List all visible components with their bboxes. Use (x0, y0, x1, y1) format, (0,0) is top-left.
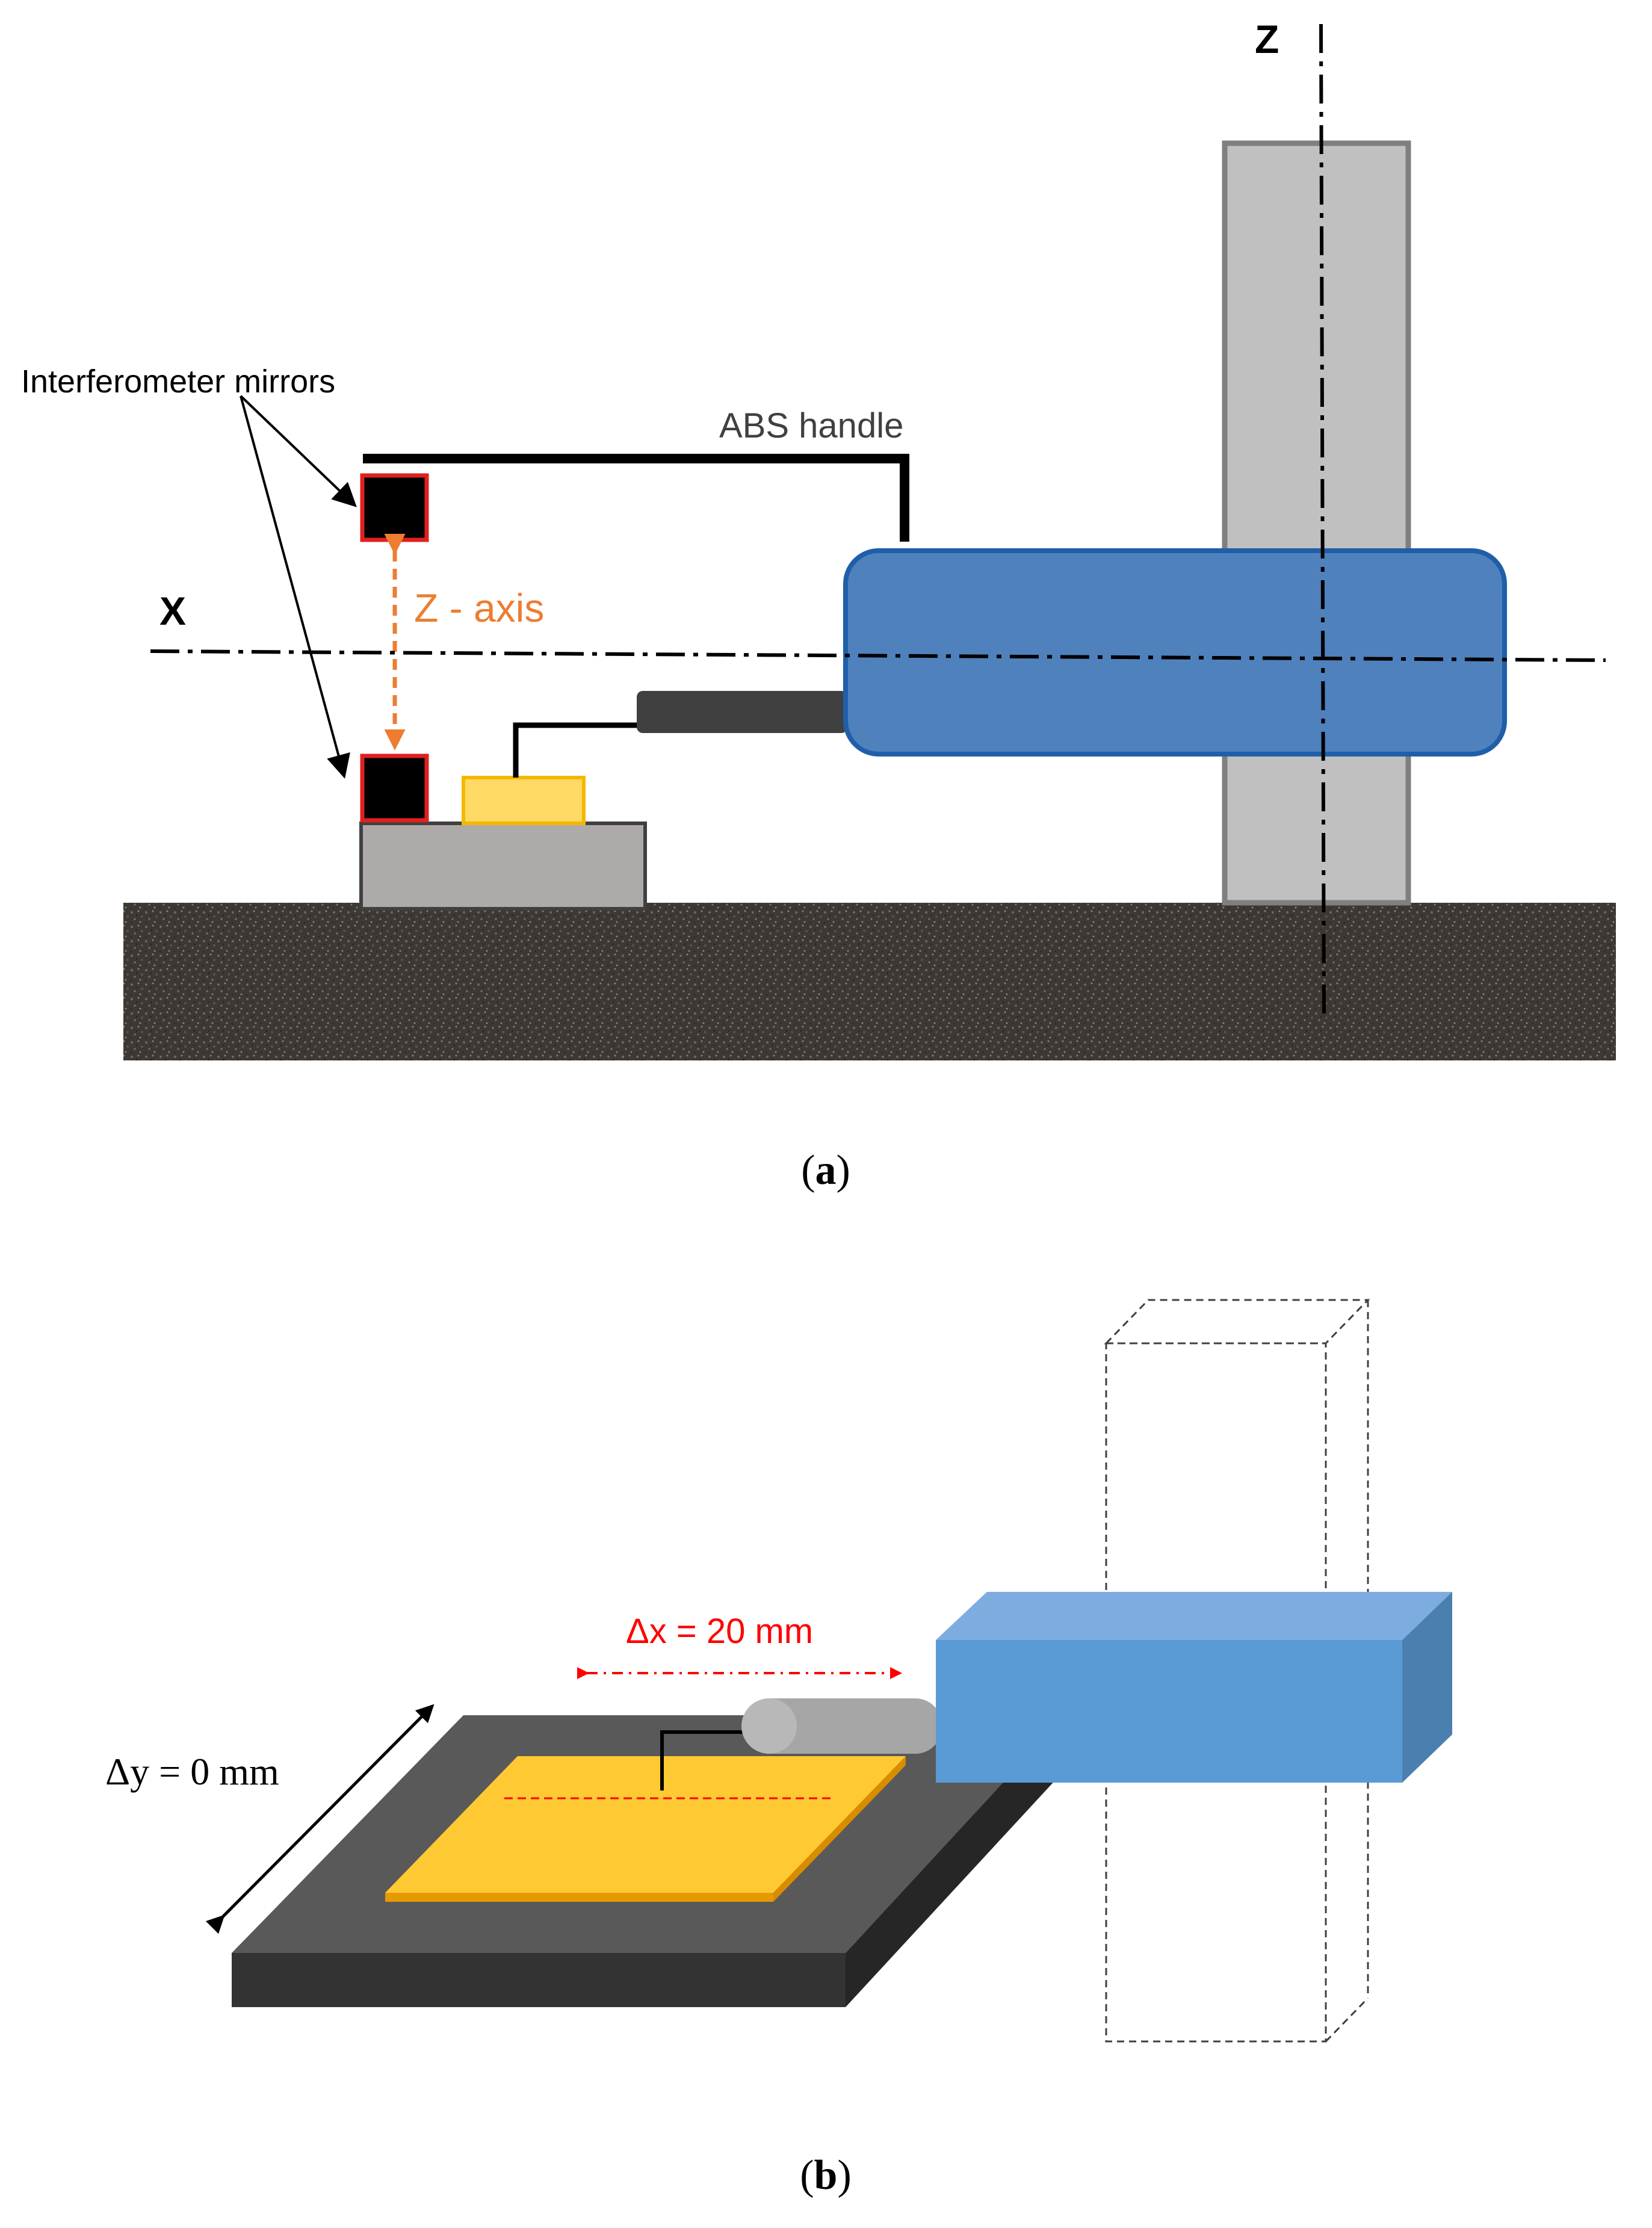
caption-b: (b) (800, 2152, 852, 2199)
probe-head (843, 548, 1507, 757)
blue-block-front (936, 1640, 1402, 1783)
abs-handle (363, 454, 909, 542)
mirror-leader-top (240, 395, 357, 507)
panel-b: Δx = 20 mm Δy = 0 mm (105, 1299, 1452, 2043)
sample-sheet-top (385, 1756, 906, 1893)
vertical-column (1222, 140, 1411, 906)
probe-wire (513, 722, 638, 778)
z-label: Z (1255, 17, 1279, 61)
dx-label: Δx = 20 mm (626, 1612, 813, 1651)
z-axis-label: Z - axis (414, 586, 544, 630)
mirror-top (360, 473, 429, 542)
caption-b-letter: b (814, 2152, 838, 2199)
probe-cylinder-tip (741, 1698, 797, 1754)
abs-handle-label: ABS handle (719, 406, 903, 445)
probe-wire-b (660, 1730, 746, 1790)
mirror-leader-bottom (240, 395, 350, 779)
platform-side (846, 1715, 1065, 2007)
probe-arm (637, 691, 847, 733)
x-axis-line (150, 649, 1606, 662)
dy-label: Δy = 0 mm (105, 1750, 279, 1793)
x-axis-label: X (159, 589, 186, 633)
blue-block-side (1402, 1592, 1452, 1783)
sample-sheet-side-edge (773, 1756, 906, 1902)
caption-a-letter: a (815, 1147, 837, 1193)
sample-block (462, 776, 586, 825)
platform-front (232, 1953, 846, 2007)
ground-surface (123, 903, 1616, 1060)
panel-a: Interferometer mirrors ABS handle Z - ax… (21, 17, 1616, 1060)
base-block (359, 822, 647, 911)
sample-sheet-edge (385, 1893, 773, 1902)
dy-dimension-arrow (205, 1704, 435, 1934)
z-axis-line (1319, 23, 1326, 1018)
caption-a: (a) (801, 1147, 850, 1193)
blue-block-top (936, 1592, 1452, 1640)
interferometer-mirrors-label: Interferometer mirrors (21, 364, 335, 400)
mirror-bottom (360, 753, 429, 823)
